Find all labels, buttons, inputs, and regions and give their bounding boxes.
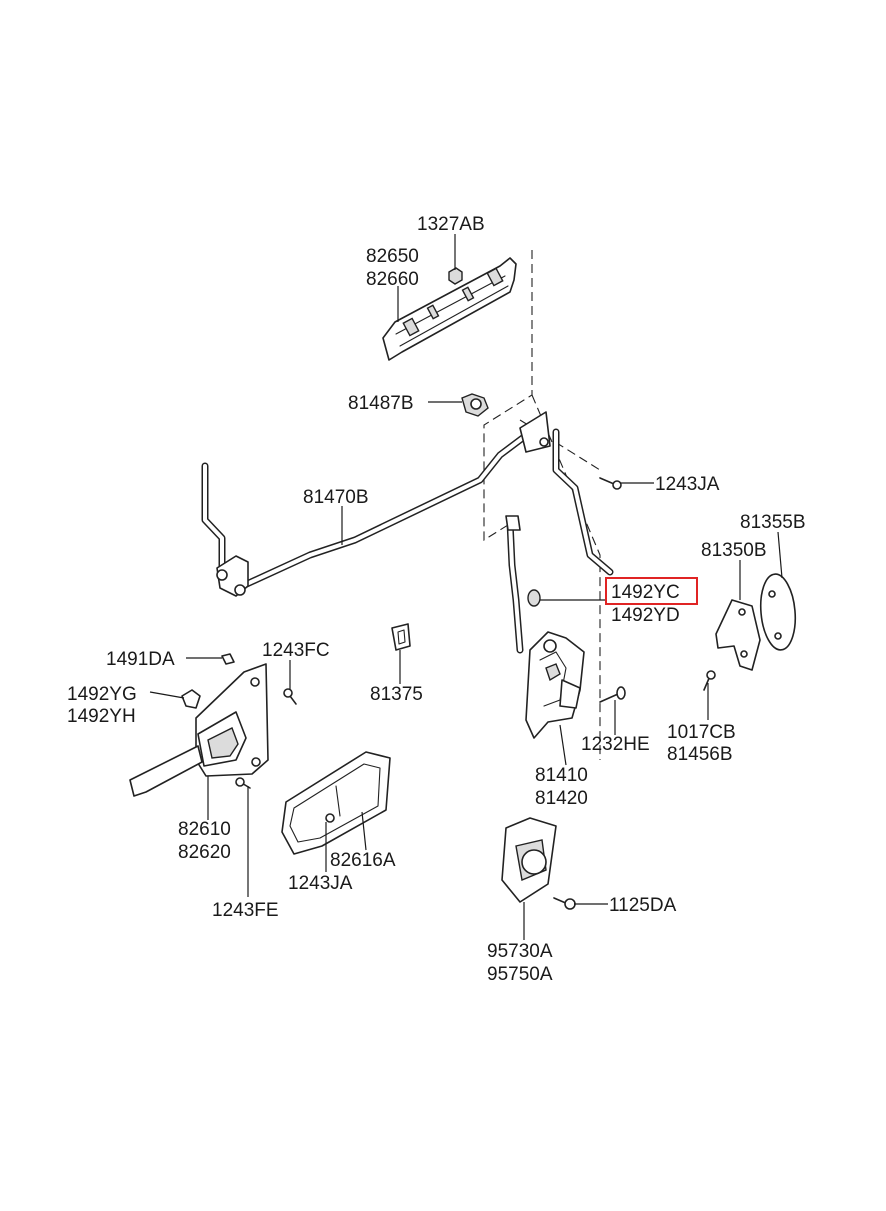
label-95750a[interactable]: 95750A [487,964,553,985]
label-1492yh[interactable]: 1492YH [67,706,136,727]
nut-1327ab [448,267,463,285]
highlight-box-1492yc [605,577,698,605]
bolt-1232he [599,686,626,703]
screw-1017cb [703,670,716,691]
label-82660[interactable]: 82660 [366,269,419,290]
label-1232he[interactable]: 1232HE [581,734,650,755]
label-1327ab[interactable]: 1327AB [417,214,485,235]
label-81420[interactable]: 81420 [535,788,588,809]
label-1243ja-bottom[interactable]: 1243JA [288,873,353,894]
label-1243fe[interactable]: 1243FE [212,900,279,921]
door-latch-assembly [525,631,585,739]
label-81350b[interactable]: 81350B [701,540,767,561]
grommet-1492yc [527,589,541,607]
door-lock-actuator [501,817,557,903]
label-1017cb[interactable]: 1017CB [667,722,736,743]
label-81410[interactable]: 81410 [535,765,588,786]
label-1492yd[interactable]: 1492YD [611,605,680,626]
clip-1492yg [181,689,201,709]
lock-rod-81470b [201,421,544,597]
label-82610[interactable]: 82610 [178,819,231,840]
screw-1243fc [283,688,297,705]
label-82620[interactable]: 82620 [178,842,231,863]
label-1492yc[interactable]: 1492YC [611,582,680,603]
upper-linkage [519,411,614,576]
bolt-1125da [553,897,576,910]
outside-handle-bracket [382,257,517,361]
label-82650[interactable]: 82650 [366,246,419,267]
label-1243ja-top[interactable]: 1243JA [655,474,720,495]
label-82616a[interactable]: 82616A [330,850,396,871]
label-95730a[interactable]: 95730A [487,941,553,962]
inside-handle-assembly [129,663,269,797]
label-1492yg[interactable]: 1492YG [67,684,137,705]
label-81487b[interactable]: 81487B [348,393,414,414]
label-1243fc[interactable]: 1243FC [262,640,330,661]
screw-1243ja-bottom [325,813,335,823]
label-1491da[interactable]: 1491DA [106,649,175,670]
label-81470b[interactable]: 81470B [303,487,369,508]
leader-lines [149,234,783,940]
striker-81350b [715,599,761,671]
label-81456b[interactable]: 81456B [667,744,733,765]
rod-clip-81487b [461,393,489,417]
label-81375[interactable]: 81375 [370,684,423,705]
handle-bezel-82616a [281,751,391,855]
bolt-1491da [221,653,235,665]
label-81355b[interactable]: 81355B [740,512,806,533]
screw-1243ja-top [599,477,622,490]
label-1125da[interactable]: 1125DA [609,895,677,916]
clip-81375 [391,623,411,651]
striker-shim-81355b [759,573,797,651]
part-labels: 1327AB 82650 82660 81487B 81470B 1243JA … [67,214,806,985]
latch-rod [505,515,524,654]
